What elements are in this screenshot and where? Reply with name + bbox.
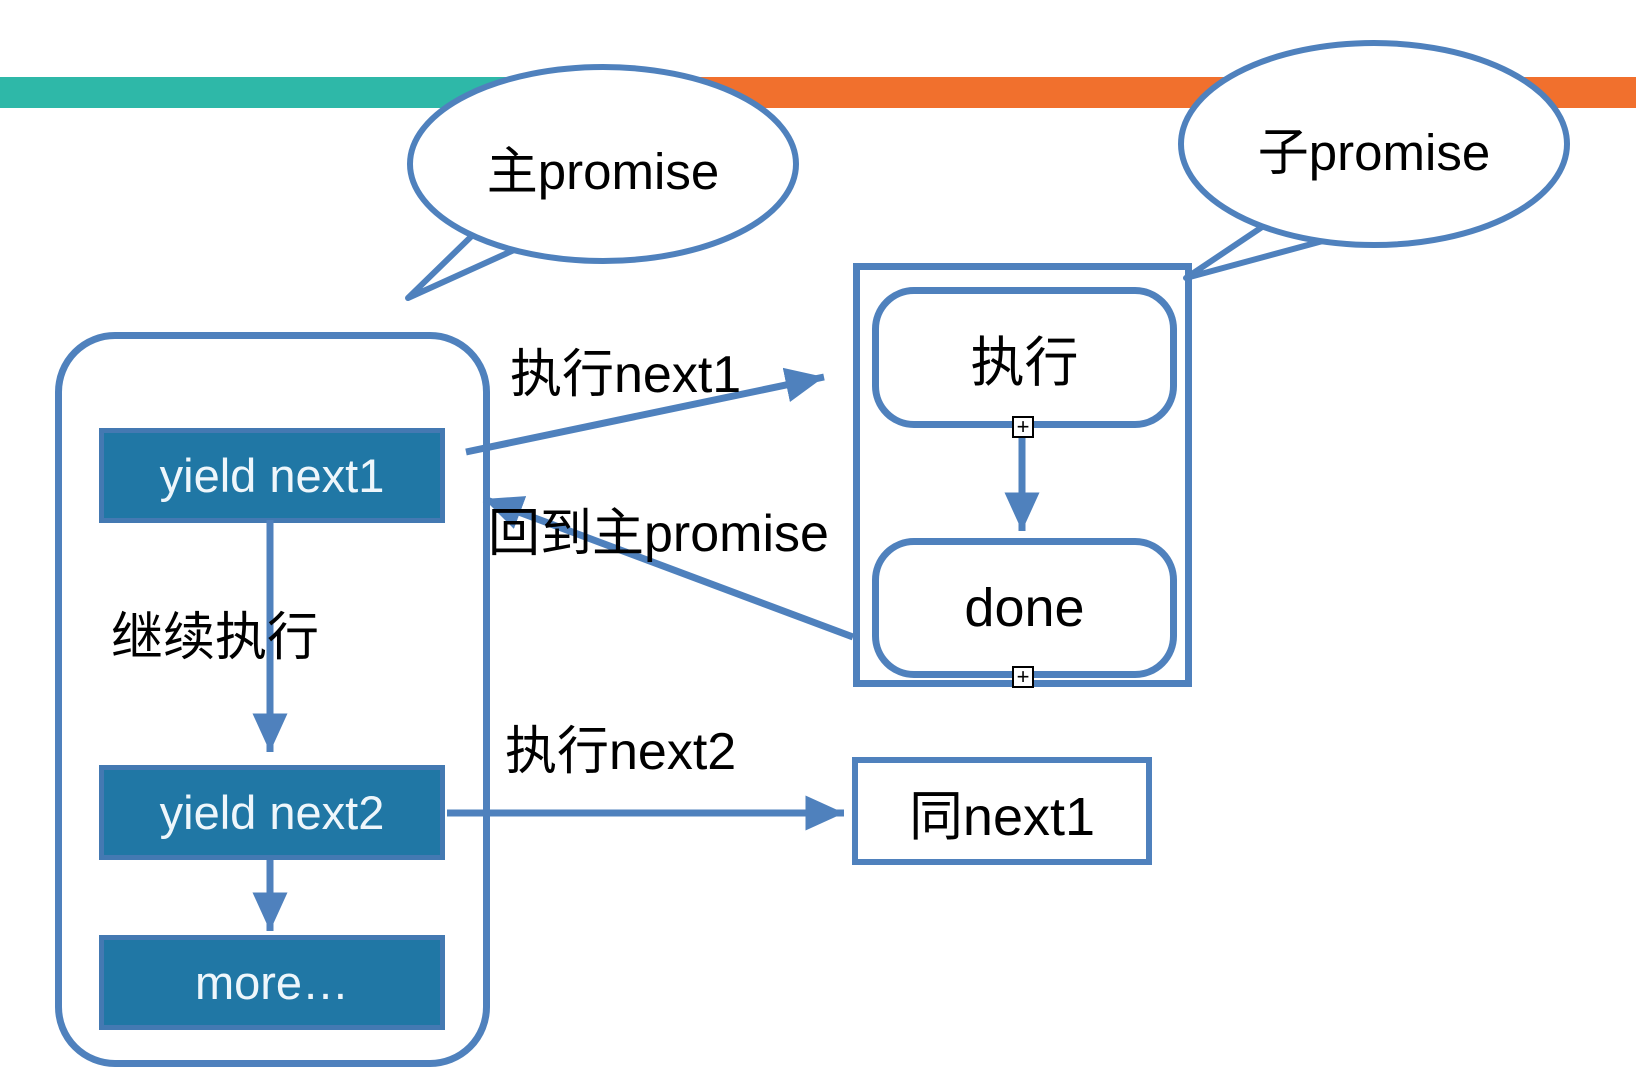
label-exec-next1: 执行next1 — [510, 346, 742, 404]
child-bubble-tail — [1183, 212, 1348, 281]
main-bubble-label: 主promise — [486, 143, 720, 200]
done-node-label: done — [964, 578, 1085, 638]
more-box: more… — [99, 935, 445, 1030]
same-next1-label: 同next1 — [908, 786, 1096, 847]
yield-next2-box: yield next2 — [99, 765, 445, 860]
label-continue-exec: 继续执行 — [111, 609, 320, 667]
expand-plus-icon[interactable]: + — [1012, 666, 1034, 688]
orange-accent-bar — [580, 77, 1636, 108]
yield-next1-label: yield next1 — [159, 449, 385, 502]
execute-node-label: 执行 — [970, 333, 1079, 393]
more-label: more… — [194, 956, 350, 1009]
same-next1-box — [852, 757, 1152, 865]
label-exec-next2: 执行next2 — [505, 723, 737, 781]
main-promise-container — [55, 332, 490, 1067]
teal-accent-bar — [0, 77, 580, 108]
main-bubble-tail — [405, 223, 548, 301]
child-bubble-label: 子promise — [1257, 124, 1491, 181]
yield-next1-box: yield next1 — [99, 428, 445, 523]
yield-next2-label: yield next2 — [159, 786, 385, 839]
expand-plus-icon[interactable]: + — [1012, 416, 1034, 438]
label-back-to-main: 回到主promise — [488, 505, 829, 563]
